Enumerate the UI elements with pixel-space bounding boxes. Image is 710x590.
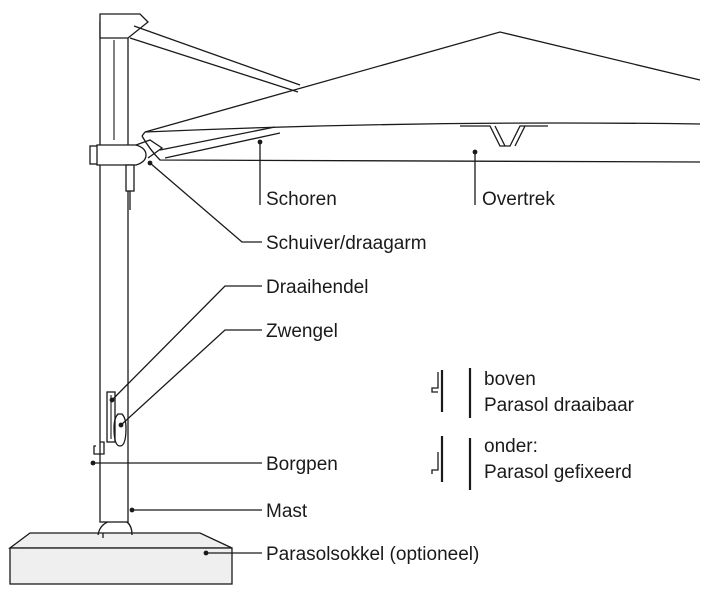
label-zwengel: Zwengel	[266, 321, 338, 342]
legend: boven Parasol draaibaar onder: Parasol g…	[431, 368, 635, 490]
legend-onder-line1: onder:	[484, 436, 538, 457]
pin-down-icon	[431, 436, 444, 482]
label-schuiver: Schuiver/draagarm	[266, 233, 427, 254]
label-mast: Mast	[266, 501, 308, 522]
legend-boven-line2: Parasol draaibaar	[484, 395, 635, 416]
label-borgpen: Borgpen	[266, 454, 338, 475]
parasol-base	[8, 519, 233, 585]
mast-top-cap	[99, 13, 301, 93]
label-overtrek: Overtrek	[482, 189, 555, 210]
label-draaihendel: Draaihendel	[266, 277, 368, 298]
legend-boven-line1: boven	[484, 369, 536, 390]
handle-assembly	[93, 391, 127, 455]
part-labels: Schoren Overtrek Schuiver/draagarm Draai…	[266, 189, 555, 565]
label-schoren: Schoren	[266, 189, 337, 210]
leader-lines	[90, 139, 478, 556]
mast-pole	[99, 21, 129, 523]
canopy	[141, 31, 701, 163]
legend-onder-line2: Parasol gefixeerd	[484, 462, 632, 483]
slider-arm	[89, 139, 164, 210]
pin-up-icon	[431, 370, 444, 412]
label-sokkel: Parasolsokkel (optioneel)	[266, 544, 479, 565]
ribs	[159, 125, 548, 159]
